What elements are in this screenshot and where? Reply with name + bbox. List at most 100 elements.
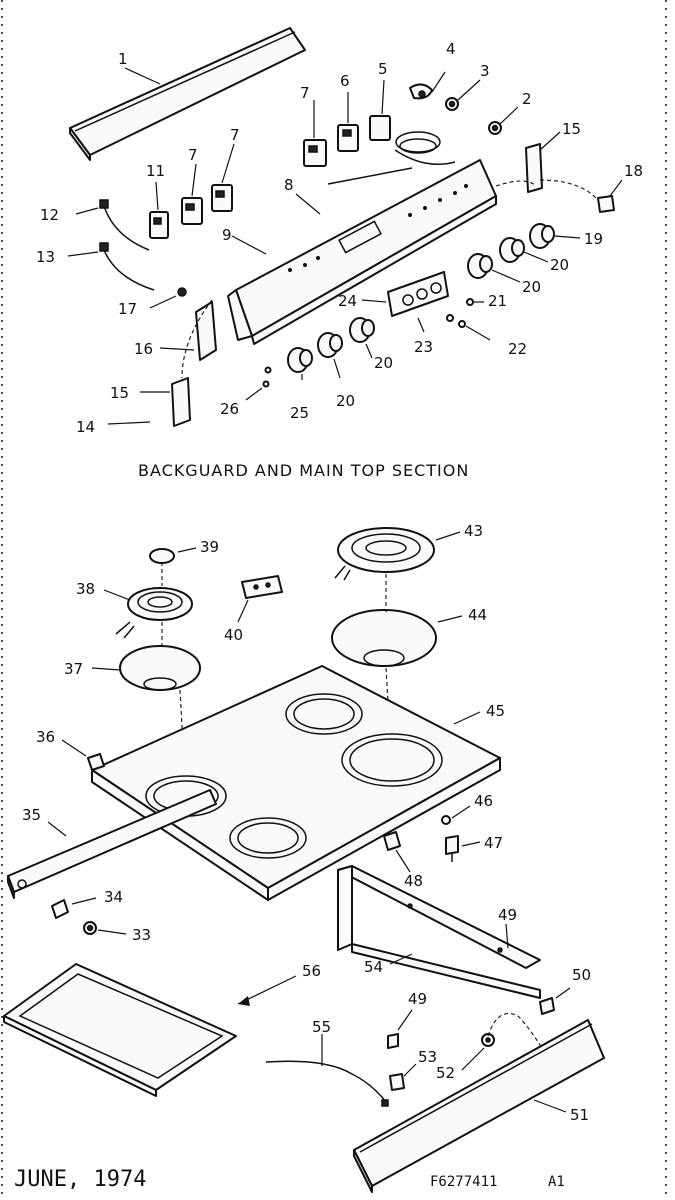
part-screw-49b bbox=[387, 1033, 399, 1049]
part-knob-20b bbox=[467, 253, 493, 279]
section-title: BACKGUARD AND MAIN TOP SECTION bbox=[138, 461, 469, 480]
callout-15b: 15 bbox=[562, 120, 581, 138]
callout-26: 26 bbox=[220, 400, 239, 418]
part-clip-17 bbox=[177, 287, 187, 297]
callout-19: 19 bbox=[584, 230, 603, 248]
part-tray-56 bbox=[3, 963, 237, 1097]
callout-49b: 49 bbox=[408, 990, 427, 1008]
callout-3: 3 bbox=[480, 62, 490, 80]
footer-date: JUNE, 1974 bbox=[14, 1167, 146, 1192]
part-wire-13 bbox=[99, 242, 155, 291]
callout-33: 33 bbox=[132, 926, 151, 944]
callout-11: 11 bbox=[146, 162, 165, 180]
callout-24: 24 bbox=[338, 292, 357, 310]
part-bottom-trim-51 bbox=[353, 1019, 605, 1193]
callout-21: 21 bbox=[488, 292, 507, 310]
part-nut-2 bbox=[488, 121, 502, 135]
footer-code: F6277411 bbox=[430, 1174, 497, 1190]
callout-6: 6 bbox=[340, 72, 350, 90]
part-drip-pan-44 bbox=[331, 609, 437, 667]
part-screw-22 bbox=[446, 314, 466, 328]
callout-49a: 49 bbox=[498, 906, 517, 924]
callout-56: 56 bbox=[302, 962, 321, 980]
callout-55: 55 bbox=[312, 1018, 331, 1036]
part-element-38 bbox=[115, 587, 193, 639]
part-knob-20a bbox=[499, 237, 525, 263]
callout-22: 22 bbox=[508, 340, 527, 358]
callout-labels: 1 2 3 4 5 6 7 7 7 7 8 9 11 12 13 14 15 1… bbox=[14, 40, 643, 1192]
callout-2: 2 bbox=[522, 90, 532, 108]
callout-50: 50 bbox=[572, 966, 591, 984]
part-bracket-15 bbox=[525, 143, 543, 193]
part-switch-11 bbox=[149, 211, 169, 239]
part-clip-34 bbox=[51, 899, 69, 919]
part-clip-50 bbox=[539, 997, 555, 1015]
part-cooktop-45 bbox=[91, 665, 501, 901]
part-switch-7a bbox=[303, 139, 327, 167]
callout-48: 48 bbox=[404, 872, 423, 890]
part-rear-rail-54 bbox=[337, 865, 541, 999]
part-screw-47 bbox=[445, 835, 459, 862]
callout-54: 54 bbox=[364, 958, 383, 976]
part-switch-7c bbox=[211, 184, 233, 212]
callout-40: 40 bbox=[224, 626, 243, 644]
part-knob-25 bbox=[287, 347, 313, 373]
part-clip-53 bbox=[389, 1073, 405, 1091]
callout-37: 37 bbox=[64, 660, 83, 678]
part-switch-6 bbox=[337, 124, 359, 152]
part-nut-3 bbox=[445, 97, 459, 111]
callout-13: 13 bbox=[36, 248, 55, 266]
part-knob-20c bbox=[349, 317, 375, 343]
callout-15a: 15 bbox=[110, 384, 129, 402]
callout-23: 23 bbox=[414, 338, 433, 356]
part-clip-52 bbox=[481, 1033, 495, 1047]
callout-39: 39 bbox=[200, 538, 219, 556]
callout-7a: 7 bbox=[300, 84, 310, 102]
callout-25: 25 bbox=[290, 404, 309, 422]
callout-14: 14 bbox=[76, 418, 95, 436]
callout-20d: 20 bbox=[336, 392, 355, 410]
part-screw-21 bbox=[466, 298, 474, 306]
callout-7c: 7 bbox=[230, 126, 240, 144]
callout-51: 51 bbox=[570, 1106, 589, 1124]
callout-5: 5 bbox=[378, 60, 388, 78]
part-drip-pan-37 bbox=[119, 645, 201, 691]
callout-52: 52 bbox=[436, 1064, 455, 1082]
part-element-43 bbox=[334, 527, 435, 581]
callout-44: 44 bbox=[468, 606, 487, 624]
part-wire-55 bbox=[265, 1060, 389, 1107]
part-clip-18 bbox=[597, 195, 615, 213]
part-bracket-16 bbox=[195, 301, 217, 361]
part-trim-strip bbox=[69, 27, 306, 161]
callout-46: 46 bbox=[474, 792, 493, 810]
callout-53: 53 bbox=[418, 1048, 437, 1066]
callout-36: 36 bbox=[36, 728, 55, 746]
callout-20a: 20 bbox=[550, 256, 569, 274]
part-bracket-14 bbox=[171, 377, 191, 427]
part-terminal-40 bbox=[241, 575, 283, 599]
callout-8: 8 bbox=[284, 176, 294, 194]
part-wire-12 bbox=[99, 199, 150, 251]
callout-47: 47 bbox=[484, 834, 503, 852]
callout-34: 34 bbox=[104, 888, 123, 906]
callout-20b: 20 bbox=[522, 278, 541, 296]
callout-45: 45 bbox=[486, 702, 505, 720]
part-switch-7b bbox=[181, 197, 203, 225]
part-nut-33 bbox=[83, 921, 97, 935]
part-switch-5 bbox=[369, 115, 456, 165]
callout-1: 1 bbox=[118, 50, 128, 68]
main-top-section bbox=[3, 527, 605, 1193]
callout-38: 38 bbox=[76, 580, 95, 598]
part-hardware-4 bbox=[409, 83, 433, 100]
callout-20c: 20 bbox=[374, 354, 393, 372]
callout-4: 4 bbox=[446, 40, 456, 58]
callout-43: 43 bbox=[464, 522, 483, 540]
part-screw-26 bbox=[262, 366, 272, 388]
part-screw-36 bbox=[87, 753, 105, 771]
callout-12: 12 bbox=[40, 206, 59, 224]
part-timer-23 bbox=[387, 271, 449, 317]
backguard-section bbox=[67, 27, 623, 427]
part-cap-39 bbox=[149, 548, 175, 564]
callout-7b: 7 bbox=[188, 146, 198, 164]
